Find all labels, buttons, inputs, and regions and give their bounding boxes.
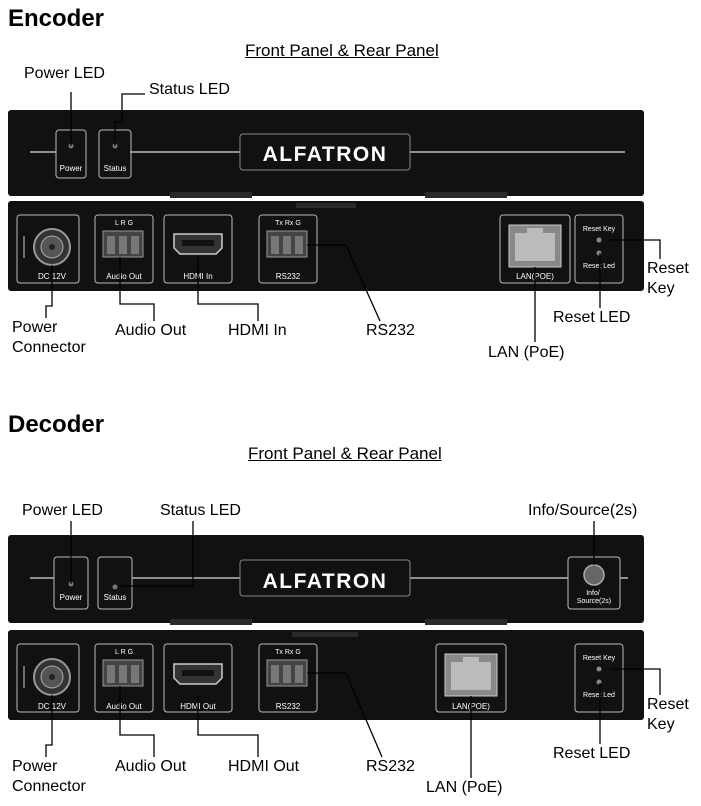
decoder-power-connector-label: Power Connector <box>12 758 86 795</box>
decoder-rear-reset-key-text: Reset Key <box>583 655 616 662</box>
decoder-txrxg-text: Tx Rx G <box>275 649 301 656</box>
decoder-power-led-label: Power LED <box>22 502 103 519</box>
encoder-front-status-text: Status <box>104 164 127 173</box>
encoder-lrg-text: L R G <box>115 220 133 227</box>
encoder-rear-audio-text: Audio Out <box>106 272 142 281</box>
encoder-rear-reset-led-text: Reset Led <box>583 263 615 270</box>
encoder-txrxg-text: Tx Rx G <box>275 220 301 227</box>
encoder-rear-rs232-text: RS232 <box>276 272 301 281</box>
encoder-title: Encoder <box>8 5 105 32</box>
decoder-front-info-line2: Source(2s) <box>577 598 611 605</box>
decoder-front-status-text: Status <box>104 593 127 602</box>
encoder-front-panel: Power Status ALFATRON <box>8 110 644 198</box>
encoder-brand-logo: ALFATRON <box>263 143 388 166</box>
decoder-audio-out-label: Audio Out <box>115 758 187 775</box>
decoder-reset-led-label: Reset LED <box>553 745 631 762</box>
decoder-reset-key-label: Reset Key <box>647 696 689 733</box>
encoder-power-led-label: Power LED <box>24 65 105 82</box>
encoder-lan-label: LAN (PoE) <box>488 344 565 361</box>
decoder-status-led-label: Status LED <box>160 502 241 519</box>
decoder-rear-audio-text: Audio Out <box>106 702 142 711</box>
decoder-rear-panel: DC 12V L R G Audio Out HDMI Out Tx Rx G … <box>8 630 644 720</box>
encoder-reset-led-label: Reset LED <box>553 309 631 326</box>
decoder-lan-label: LAN (PoE) <box>426 779 503 796</box>
encoder-rear-reset-key-text: Reset Key <box>583 226 616 233</box>
decoder-info-source-label: Info/Source(2s) <box>528 502 638 519</box>
encoder-audio-out-label: Audio Out <box>115 322 187 339</box>
decoder-hdmi-label: HDMI Out <box>228 758 300 775</box>
decoder-rs232-label: RS232 <box>366 758 415 775</box>
decoder-info-source-button-icon <box>583 564 605 586</box>
decoder-front-info-text: Info/ Source(2s) <box>577 590 611 605</box>
decoder-front-info-line1: Info/ <box>586 590 600 597</box>
encoder-rs232-label: RS232 <box>366 322 415 339</box>
decoder-front-power-text: Power <box>60 593 83 602</box>
decoder-lrg-text: L R G <box>115 649 133 656</box>
decoder-subtitle: Front Panel & Rear Panel <box>248 444 442 463</box>
decoder-status-led-icon <box>112 584 118 590</box>
encoder-leader-lines <box>45 92 661 342</box>
encoder-reset-key-icon <box>596 237 602 243</box>
decoder-title: Decoder <box>8 411 105 438</box>
decoder-reset-led-icon <box>596 679 602 685</box>
decoder-reset-key-icon <box>596 666 602 672</box>
encoder-hdmi-label: HDMI In <box>228 322 287 339</box>
decoder-rear-reset-led-text: Reset Led <box>583 692 615 699</box>
encoder-power-connector-label: Power Connector <box>12 319 86 356</box>
encoder-reset-key-label: Reset Key <box>647 260 689 297</box>
decoder-brand-logo: ALFATRON <box>263 570 388 593</box>
encoder-subtitle: Front Panel & Rear Panel <box>245 41 439 60</box>
encoder-rear-panel: DC 12V L R G Audio Out HDMI In Tx Rx G R… <box>8 201 644 291</box>
encoder-front-power-text: Power <box>60 164 83 173</box>
encoder-status-led-label: Status LED <box>149 81 230 98</box>
decoder-leader-lines <box>45 521 661 778</box>
decoder-front-panel: Power Status ALFATRON Info/ Source(2s) <box>8 535 644 625</box>
decoder-rear-rs232-text: RS232 <box>276 702 301 711</box>
